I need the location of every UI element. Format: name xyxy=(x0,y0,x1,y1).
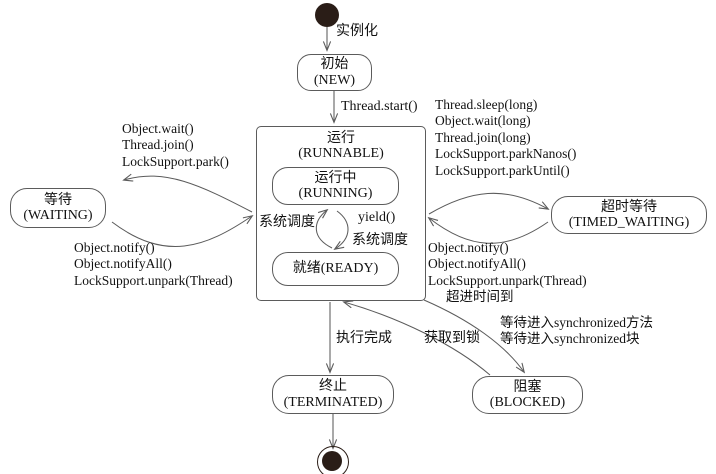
edge-label-exec-done: 执行完成 xyxy=(336,331,392,346)
edge-label-to-timed-line2: Object.wait(long) xyxy=(435,113,531,129)
state-blocked[interactable]: 阻塞 (BLOCKED) xyxy=(472,376,583,414)
edge-label-to-timed-line4: LockSupport.parkNanos() xyxy=(435,146,577,162)
state-terminated-en: (TERMINATED) xyxy=(283,394,383,410)
state-running-cn: 运行中 xyxy=(314,170,357,186)
state-new[interactable]: 初始 (NEW) xyxy=(297,54,372,91)
edge-label-from-waiting-line2: Object.notifyAll() xyxy=(74,256,172,272)
edge-label-to-timed-line3: Thread.join(long) xyxy=(435,129,531,145)
edge-label-to-waiting-line3: LockSupport.park() xyxy=(122,153,229,169)
edge-label-from-timed-line3: LockSupport.unpark(Thread) xyxy=(428,272,587,288)
state-timed-waiting-cn: 超时等待 xyxy=(601,199,657,215)
edge-label-blocked-line2: 等待进入synchronized块 xyxy=(500,331,640,347)
edge-label-to-timed-line5: LockSupport.parkUntil() xyxy=(435,162,570,178)
edge-label-sched-right: 系统调度 xyxy=(352,233,408,248)
edge-label-blocked-entry: 等待进入synchronized方法 等待进入synchronized块 xyxy=(500,315,653,348)
edge-label-acquire-lock: 获取到锁 xyxy=(424,331,480,346)
edge-label-instantiate: 实例化 xyxy=(336,24,378,39)
state-running[interactable]: 运行中 (RUNNING) xyxy=(272,167,399,205)
state-runnable-cn: 运行 xyxy=(327,131,355,146)
state-runnable-en: (RUNNABLE) xyxy=(298,146,384,162)
edge-label-from-timed-line1: Object.notify() xyxy=(428,240,509,255)
state-blocked-cn: 阻塞 xyxy=(513,379,542,395)
state-waiting[interactable]: 等待 (WAITING) xyxy=(10,188,106,228)
state-terminated-cn: 终止 xyxy=(319,379,347,395)
start-node xyxy=(315,3,339,27)
edge-label-to-timed-line1: Thread.sleep(long) xyxy=(435,97,538,112)
state-waiting-en: (WAITING) xyxy=(23,208,93,223)
edge-label-yield: yield() xyxy=(358,210,396,225)
state-terminated[interactable]: 终止 (TERMINATED) xyxy=(272,375,394,414)
edge-label-to-waiting-line2: Thread.join() xyxy=(122,137,194,153)
state-timed-waiting[interactable]: 超时等待 (TIMED_WAITING) xyxy=(551,196,707,234)
edge-label-from-timed-line2: Object.notifyAll() xyxy=(428,256,526,272)
edge-label-thread-start: Thread.start() xyxy=(341,99,418,114)
end-node xyxy=(322,451,342,471)
state-timed-waiting-en: (TIMED_WAITING) xyxy=(568,215,690,230)
state-new-cn: 初始 xyxy=(320,57,349,73)
edge-label-from-waiting-line1: Object.notify() xyxy=(74,240,155,255)
state-new-en: (NEW) xyxy=(313,72,356,88)
edge-label-blocked-line1: 等待进入synchronized方法 xyxy=(500,315,653,330)
state-running-en: (RUNNING) xyxy=(298,186,373,201)
edge-label-to-waiting-line1: Object.wait() xyxy=(122,121,194,136)
edge-label-from-waiting: Object.notify() Object.notifyAll() LockS… xyxy=(74,240,233,289)
state-blocked-en: (BLOCKED) xyxy=(489,395,566,410)
edge-label-from-timed-waiting: Object.notify() Object.notifyAll() LockS… xyxy=(428,240,587,306)
edge-label-from-timed-line4: 超进时间到 xyxy=(446,289,514,305)
edge-label-to-timed-waiting: Thread.sleep(long) Object.wait(long) Thr… xyxy=(435,97,576,179)
edge-label-to-waiting: Object.wait() Thread.join() LockSupport.… xyxy=(122,121,229,170)
state-waiting-cn: 等待 xyxy=(44,192,72,208)
state-ready[interactable]: 就绪(READY) xyxy=(272,252,399,286)
state-ready-cn: 就绪(READY) xyxy=(292,261,379,277)
state-runnable[interactable]: 运行 (RUNNABLE) xyxy=(256,126,426,301)
edge-label-from-waiting-line3: LockSupport.unpark(Thread) xyxy=(74,272,233,288)
edge-label-sched-left: 系统调度 xyxy=(259,215,315,230)
